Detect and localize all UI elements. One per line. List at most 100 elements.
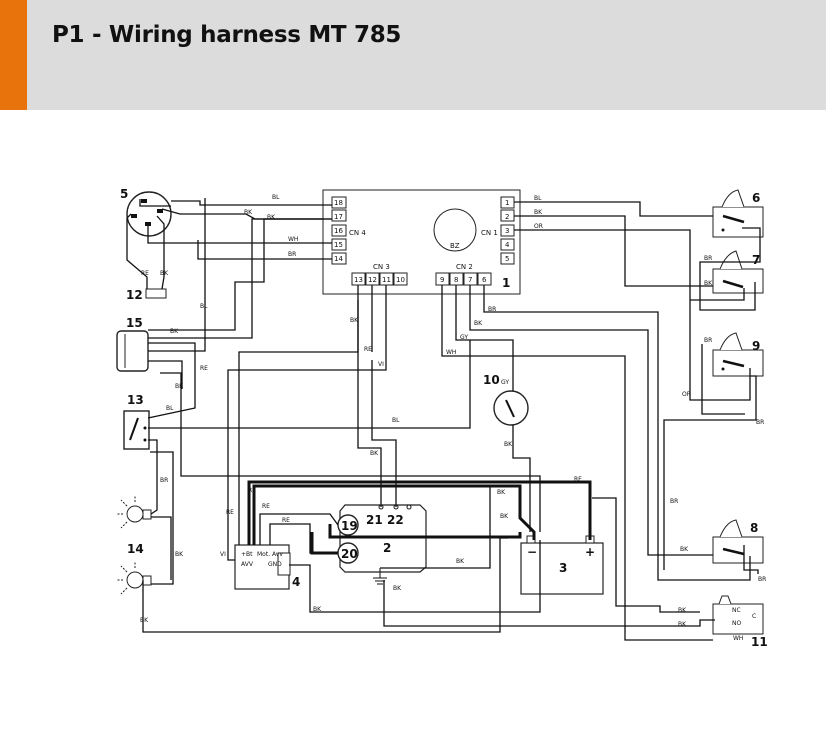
wire-label: BR (756, 419, 764, 426)
buzzer-label: BZ (450, 242, 460, 250)
label-13: 13 (127, 393, 144, 407)
label-4: 4 (292, 575, 300, 589)
label-11: 11 (751, 635, 768, 649)
cn2-pin-8: 8 (454, 276, 458, 284)
wire-label: WH (733, 635, 743, 642)
wire-label: RE (248, 487, 256, 494)
label-9: 9 (752, 339, 760, 353)
wire-label: BK (678, 607, 687, 614)
label-10: 10 (483, 373, 500, 387)
wire-label: BK (534, 209, 543, 216)
battery-3: − + 3 (520, 535, 604, 595)
wire-label: BK (140, 617, 149, 624)
cn2-label: CN 2 (456, 263, 473, 271)
cn1-pin-5: 5 (505, 255, 509, 263)
battery-minus: − (527, 545, 537, 559)
cn4-pin-16: 16 (334, 227, 343, 235)
label-2: 2 (383, 541, 391, 555)
cn2-pin-7: 7 (468, 276, 472, 284)
wire-label: BK (474, 320, 483, 327)
wire-label: BK (500, 513, 509, 520)
wire-label: BL (166, 405, 174, 412)
label-6: 6 (752, 191, 760, 205)
gy-label-10: GY (501, 379, 509, 386)
wire-label: RE (574, 476, 582, 483)
wire-label: BK (497, 489, 506, 496)
switch11-no-label: NO (732, 620, 741, 627)
wire-label: RE (200, 365, 208, 372)
label-5: 5 (120, 187, 128, 201)
wire-label: BL (200, 303, 208, 310)
wire-label: BK (175, 383, 184, 390)
label-1: 1 (502, 276, 510, 290)
cn3-pin-13: 13 (354, 276, 363, 284)
label-14: 14 (127, 542, 144, 556)
relay-avv-label: AVV (241, 561, 254, 568)
label-19: 19 (341, 519, 358, 533)
switch-10: 10 GY (483, 373, 529, 426)
wire-label: BR (670, 498, 678, 505)
battery-plus: + (585, 545, 595, 559)
wires (126, 198, 761, 641)
cn4-pin-17: 17 (334, 213, 343, 221)
cn1-pin-2: 2 (505, 213, 509, 221)
cn3-pins: 13 12 11 10 (351, 272, 408, 286)
switch-6: 6 (712, 189, 764, 238)
engine-2: 19 20 21 22 2 (337, 504, 427, 585)
wire-label: RE (141, 270, 149, 277)
cn1-pin-4: 4 (505, 241, 510, 249)
wire-label: BK (678, 621, 687, 628)
wire-label: RE (226, 509, 234, 516)
cn4-pin-18: 18 (334, 199, 343, 207)
wire-label: BK (175, 551, 184, 558)
cn1-pin-3: 3 (505, 227, 509, 235)
wire-label: BL (272, 194, 280, 201)
cn4-pins: 18 17 16 15 14 (331, 196, 347, 265)
wire-label: RE (262, 503, 270, 510)
cn1-pin-1: 1 (505, 199, 509, 207)
cn3-pin-10: 10 (396, 276, 405, 284)
wire-label: WH (288, 236, 298, 243)
cn3-pin-11: 11 (382, 276, 391, 284)
switch11-c-label: C (752, 613, 756, 620)
cn2-pins: 9 8 7 6 (435, 272, 492, 286)
switch-11: NC NO C 11 (712, 595, 768, 649)
wire-label: BL (392, 417, 400, 424)
cn4-pin-14: 14 (334, 255, 343, 263)
switch-8: 8 (712, 519, 764, 564)
cn2-pin-9: 9 (440, 276, 444, 284)
wire-label: GY (460, 334, 468, 341)
wire-label: OR (534, 223, 543, 230)
wire-label: BR (758, 576, 766, 583)
wire-label: VI (378, 361, 384, 368)
label-22: 22 (387, 513, 404, 527)
cn1-label: CN 1 (481, 229, 498, 237)
wire-label: RE (282, 517, 290, 524)
page-title: P1 - Wiring harness MT 785 (52, 22, 402, 48)
wire-label: BL (534, 195, 542, 202)
accent-bar (0, 0, 27, 110)
control-module: BZ 18 17 16 15 14 CN 4 1 2 3 4 5 (322, 189, 521, 295)
wire-label: BR (160, 477, 168, 484)
relay-mot-avv-label: Mot. Avv (257, 551, 283, 558)
cn4-label: CN 4 (349, 229, 366, 237)
wire-label: BK (313, 606, 322, 613)
label-21: 21 (366, 513, 383, 527)
cn3-label: CN 3 (373, 263, 390, 271)
lamps-14: 14 (116, 495, 152, 595)
wire-label: BK (504, 441, 513, 448)
wire-label: OR (682, 391, 691, 398)
wire-label: BK (244, 209, 253, 216)
wire-label: RE (364, 346, 372, 353)
label-7: 7 (752, 253, 760, 267)
label-3: 3 (559, 561, 567, 575)
relay-gnd-label: GND (268, 561, 282, 568)
wire-label: BK (160, 270, 169, 277)
switch-13: 13 (123, 393, 150, 450)
cn3-pin-12: 12 (368, 276, 377, 284)
wire-label: BR (488, 306, 496, 313)
wire-label: BK (704, 280, 713, 287)
page-header: P1 - Wiring harness MT 785 (0, 0, 826, 110)
relay-4: +Bt AVV Mot. Avv GND 4 (234, 544, 300, 590)
